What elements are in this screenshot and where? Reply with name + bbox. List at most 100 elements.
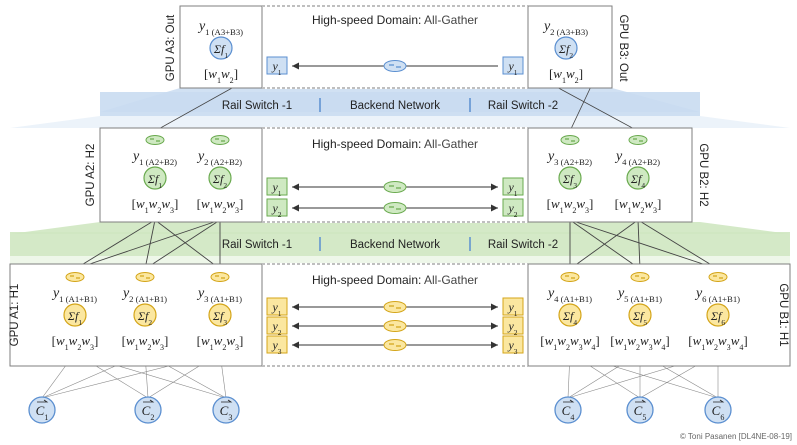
- input-node-c2-label: C2: [142, 403, 155, 422]
- transfer-right-box: [502, 56, 524, 75]
- layer1-a2-output-label: y2 (A1+B1): [121, 286, 167, 304]
- transfer-arrow-right: [491, 341, 498, 349]
- transfer-right-box: [502, 316, 524, 335]
- gpu-b1-label: GPU B1: H1: [777, 283, 789, 346]
- switch-icon-arrows: [565, 138, 575, 142]
- transfer-arrow-right: [491, 303, 498, 311]
- input-node-c4-label: C4: [562, 403, 575, 422]
- switch-icon-arrows: [565, 275, 575, 279]
- edge-l2a-l1a: [144, 219, 156, 270]
- all-gather-icon-arrows: [389, 324, 401, 328]
- transfer-right-label: y1: [507, 59, 517, 77]
- layer2-a2-neuron-node: [208, 166, 232, 190]
- edge-l2b-l1b: [637, 219, 719, 270]
- layer2-b1-switch-icon: [560, 135, 580, 145]
- layer2-a1-output-label: y1 (A2+B2): [131, 149, 177, 167]
- input-node-c6-vector-arrow: [713, 399, 725, 403]
- switch-icon-body: [628, 135, 648, 145]
- input-node-c3-label: C3: [220, 403, 233, 422]
- transfer-left-box: [266, 198, 288, 217]
- switch-icon-body: [560, 135, 580, 145]
- transfer-left-box: [266, 56, 288, 75]
- gpu-a1-label: GPU A1: H1: [9, 284, 21, 347]
- layer2-domain-title: High-speed Domain: All-Gather: [312, 137, 478, 151]
- all-gather-icon: [383, 301, 407, 313]
- input-node-c1-vector-arrow: [37, 399, 49, 403]
- transfer-arrow-left: [292, 62, 299, 70]
- layer1-a3-neuron-node: [208, 303, 232, 327]
- transfer-right-box: [502, 198, 524, 217]
- input-node-c4: [554, 396, 582, 424]
- layer1-b1-neuron-node: [558, 303, 582, 327]
- transfer-left-box: [266, 335, 288, 354]
- transfer-arrow-right: [491, 322, 498, 330]
- upper-rail-switch-2: Rail Switch -2: [488, 100, 558, 112]
- layer2-b2-weights: [w1w2w3]: [615, 196, 662, 215]
- backend-band-upper: [100, 92, 700, 116]
- layer1-a1-neuron-node: [63, 303, 87, 327]
- layer1-a1-weights: [w1w2w3]: [52, 333, 99, 352]
- layer3-b-sum-function: Σf2: [558, 42, 573, 60]
- credit-text: © Toni Pasanen [DL4NE-08-19]: [680, 432, 792, 441]
- layer3-transfer: y1 y1: [266, 56, 524, 77]
- layer2-b2-output-label: y4 (A2+B2): [614, 149, 660, 167]
- switch-icon-body: [65, 272, 85, 282]
- layer1-a3-switch-icon: [210, 272, 230, 282]
- lower-rail-switch-1: Rail Switch -1: [222, 239, 292, 251]
- switch-icon-arrows: [215, 138, 225, 142]
- transfer-right-box: [502, 335, 524, 354]
- switch-icon-body: [210, 272, 230, 282]
- edge-l2a-l1a: [74, 219, 221, 270]
- layer2-b2-sum-function: Σf4: [630, 172, 645, 190]
- layer1-a2-sum-function: Σf2: [137, 309, 152, 327]
- layer1-a1-switch-icon: [65, 272, 85, 282]
- layer3-b-output-label: y2 (A3+B3): [542, 19, 588, 37]
- gpu-b3-label: GPU B3: Out: [617, 14, 629, 82]
- switch-icon-arrows: [713, 275, 723, 279]
- transfer-arrow-left: [292, 322, 299, 330]
- layer1-b2-weights: [w1w2w3w4]: [610, 333, 670, 352]
- edge-l2a-l1a: [74, 219, 156, 270]
- layer3-b-weights: [w1w2]: [549, 66, 583, 85]
- transfer-left-box: [266, 316, 288, 335]
- all-gather-icon: [383, 202, 407, 214]
- layer1-a3-output-label: y3 (A1+B1): [196, 286, 242, 304]
- transfer-arrow-left: [292, 303, 299, 311]
- switch-icon-arrows: [633, 138, 643, 142]
- switch-icon-arrows: [150, 138, 160, 142]
- input-node-c4-vector-arrow: [563, 399, 575, 403]
- layer1-a2-neuron-node: [133, 303, 157, 327]
- layer1-b2-neuron-node: [628, 303, 652, 327]
- transfer-left-label: y2: [271, 201, 281, 219]
- switch-icon-body: [630, 272, 650, 282]
- input-node-c5-vector-arrow: [635, 399, 647, 403]
- input-node-c1: [28, 396, 56, 424]
- input-node-c1-label: C1: [36, 403, 49, 422]
- all-gather-icon: [383, 181, 407, 193]
- layer2-b1-weights: [w1w2w3]: [547, 196, 594, 215]
- layer2-b1-sum-function: Σf3: [562, 172, 577, 190]
- layer1-b3-output-label: y6 (A1+B1): [694, 286, 740, 304]
- layer2-a1-switch-icon: [145, 135, 165, 145]
- layer2-b2-neuron-node: [626, 166, 650, 190]
- transfer-arrow-right: [491, 183, 498, 191]
- transfer-arrow-left: [292, 341, 299, 349]
- gpu-b2-label: GPU B2: H2: [697, 143, 709, 206]
- layer3-b-neuron-node: [554, 36, 578, 60]
- layer3-frame: [179, 5, 613, 89]
- gpu-a2-label: GPU A2: H2: [85, 144, 97, 207]
- input-node-c3-vector-arrow: [221, 399, 233, 403]
- transfer-left-label: y1: [271, 59, 281, 77]
- layer1-b3-neuron-node: [706, 303, 730, 327]
- edge-l2b-l1b: [569, 219, 719, 270]
- layer1-b3-weights: [w1w2w3w4]: [688, 333, 748, 352]
- transfer-left-label: y1: [271, 180, 281, 198]
- upper-rail-switch-1: Rail Switch -1: [222, 100, 292, 112]
- switch-icon-arrows: [215, 275, 225, 279]
- edge-l2b-l1b: [569, 219, 639, 270]
